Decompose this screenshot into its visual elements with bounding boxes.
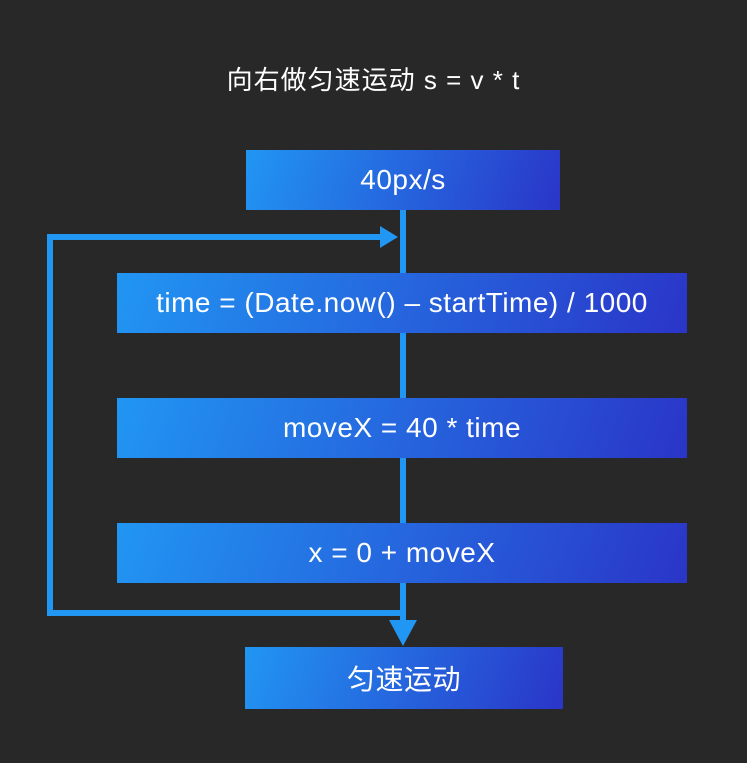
node-time-calc: time = (Date.now() – startTime) / 1000 (117, 273, 687, 333)
arrowhead-down-icon (389, 620, 417, 646)
node-position: x = 0 + moveX (117, 523, 687, 583)
node-result: 匀速运动 (245, 647, 563, 709)
arrowhead-right-icon (380, 226, 398, 248)
loop-back-bottom-line (47, 610, 403, 616)
loop-back-top-line (47, 234, 380, 240)
node-speed: 40px/s (246, 150, 560, 210)
diagram-title: 向右做匀速运动 s = v * t (226, 65, 521, 95)
node-move-calc: moveX = 40 * time (117, 398, 687, 458)
loop-back-left-line (47, 234, 53, 616)
